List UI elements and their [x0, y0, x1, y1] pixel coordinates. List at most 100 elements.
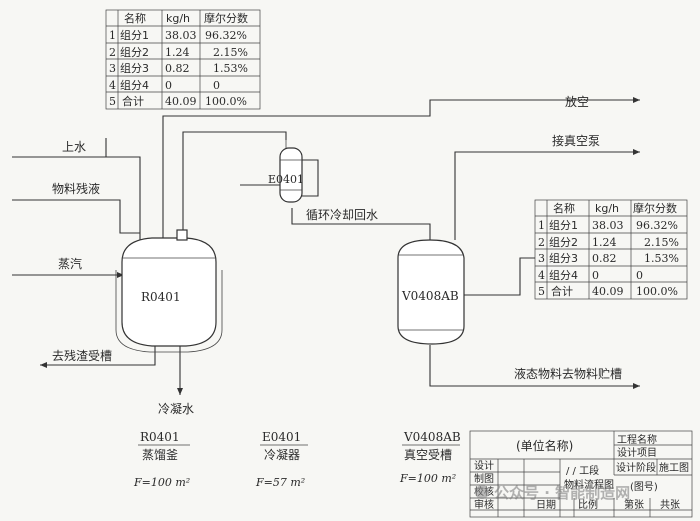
legend-tag-v0408ab: V0408AB [403, 430, 461, 444]
title-date: 日期 [536, 499, 556, 511]
title-review: 审核 [474, 498, 494, 511]
top-table-cell: 1 [109, 29, 116, 42]
top-table-cell: 0.82 [165, 62, 190, 75]
residue-liquid-pipe [12, 199, 140, 234]
top-table-cell: 组分4 [120, 78, 149, 92]
legend-name-e0401: 冷凝器 [264, 447, 300, 462]
right-table-cell: 组分3 [549, 251, 578, 265]
watermark: 公众号 · 智能制造网 [475, 484, 630, 502]
top-table-cell: 组分2 [120, 45, 149, 59]
top-table-cell: 96.32% [205, 29, 247, 42]
right-table-header-kgh: kg/h [595, 202, 619, 215]
top-table-cell: 2.15% [213, 46, 248, 59]
right-table-header-mole: 摩尔分数 [633, 201, 677, 215]
title-design: 设计 [474, 459, 494, 472]
top-table-cell: 组分3 [120, 61, 149, 75]
right-table-cell: 组分1 [549, 218, 578, 232]
title-scale: 比例 [578, 498, 598, 511]
title-drawing-name: 物料流程图 [564, 478, 614, 491]
right-table-cell: 0 [636, 269, 643, 282]
vent-label: 放空 [565, 94, 589, 109]
top-table-cell: 0 [165, 79, 172, 92]
top-table-cell: 3 [109, 62, 116, 75]
cooling-return-label: 循环冷却回水 [306, 208, 378, 222]
right-table-cell: 0 [592, 269, 599, 282]
top-table-cell: 0 [213, 79, 220, 92]
right-table-cell: 3 [538, 252, 545, 265]
title-section: / / 工段 [566, 464, 599, 477]
right-table-cell: 96.32% [636, 219, 678, 232]
right-table-cell: 0.82 [592, 252, 617, 265]
legend-tag-e0401: E0401 [262, 430, 301, 444]
legend-spec-v0408ab: F=100 m² [399, 472, 456, 485]
title-design-project: 设计项目 [617, 446, 657, 459]
legend-name-r0401: 蒸馏釜 [142, 447, 178, 462]
vapor-pipe [182, 131, 287, 234]
to-residue-tank-label: 去残渣受槽 [52, 349, 112, 363]
right-table-cell: 合计 [551, 284, 573, 298]
top-table-cell: 1.53% [213, 62, 248, 75]
top-table-cell: 40.09 [165, 95, 197, 108]
vacuum-pump-label: 接真空泵 [552, 133, 600, 148]
watermark-text: 公众号 · 智能制造网 [494, 484, 630, 502]
steam-label: 蒸汽 [58, 256, 82, 271]
title-drawing-no: (图号) [630, 481, 658, 493]
top-table-cell: 100.0% [205, 95, 247, 108]
right-table-cell: 1.53% [644, 252, 679, 265]
reactor-tag: R0401 [141, 290, 181, 304]
right-table-cell: 38.03 [592, 219, 624, 232]
right-table-cell: 1.24 [592, 236, 617, 249]
receiver-v0408ab: V0408AB [397, 239, 465, 345]
legend-spec-e0401: F=57 m² [255, 476, 305, 489]
top-table-cell: 组分1 [120, 28, 149, 42]
condensate-label: 冷凝水 [158, 401, 194, 416]
top-water-pipe [12, 156, 141, 243]
top-table-cell: 38.03 [165, 29, 197, 42]
title-construction-drawing: 施工图 [659, 461, 689, 474]
title-block: (单位名称) 工程名称 设计项目 设计阶段 施工图 / / 工段 物料流程图 (… [469, 430, 693, 518]
liquid-out-pipe [429, 345, 640, 389]
right-table-cell: 组分4 [549, 268, 578, 282]
condenser-e0401: E0401 [268, 140, 304, 203]
top-composition-table: 名称 kg/h 摩尔分数 1 组分1 38.03 96.32% 2 组分2 1.… [105, 9, 261, 110]
receiver-to-table [464, 257, 535, 296]
top-table-cell: 4 [109, 79, 116, 92]
cooling-return-pipe [302, 159, 319, 197]
top-table-header-name: 名称 [124, 11, 146, 25]
title-design-stage: 设计阶段 [616, 461, 656, 474]
condenser-tag: E0401 [268, 173, 304, 186]
title-total: 共张 [660, 499, 680, 511]
top-table-header-mole: 摩尔分数 [204, 11, 248, 25]
residue-liquid-label: 物料残液 [52, 181, 100, 196]
right-table-cell: 2.15% [644, 236, 679, 249]
legend-spec-r0401: F=100 m² [133, 476, 190, 489]
title-sheet: 第张 [624, 498, 644, 511]
top-table-cell: 1.24 [165, 46, 190, 59]
right-table-cell: 2 [538, 236, 545, 249]
right-table-cell: 40.09 [592, 285, 624, 298]
receiver-tag: V0408AB [401, 289, 459, 303]
right-table-header-name: 名称 [553, 201, 575, 215]
vacuum-pump-pipe [454, 149, 640, 240]
title-project-name: 工程名称 [617, 433, 657, 446]
title-drawing: 制图 [474, 472, 494, 485]
right-table-cell: 1 [538, 219, 545, 232]
right-table-cell: 5 [538, 285, 545, 298]
legend-name-v0408ab: 真空受槽 [404, 448, 452, 462]
top-table-cell: 2 [109, 46, 116, 59]
right-composition-table: 名称 kg/h 摩尔分数 1 组分1 38.03 96.32% 2 组分2 1.… [534, 199, 688, 300]
equipment-legend: R0401 蒸馏釜 F=100 m² E0401 冷凝器 F=57 m² V04… [133, 430, 461, 489]
title-unit-name: (单位名称) [516, 438, 573, 453]
top-water-label: 上水 [62, 140, 86, 154]
condenser-outlet [291, 208, 431, 240]
liquid-to-storage-label: 液态物料去物料贮槽 [514, 366, 622, 381]
right-table-cell: 100.0% [636, 285, 678, 298]
top-table-cell: 合计 [122, 94, 144, 108]
reactor-r0401: R0401 [115, 229, 223, 353]
right-table-cell: 4 [538, 269, 545, 282]
right-table-cell: 组分2 [549, 235, 578, 249]
top-table-header-kgh: kg/h [166, 12, 190, 25]
legend-tag-r0401: R0401 [140, 430, 180, 444]
vent-pipe [185, 97, 640, 117]
